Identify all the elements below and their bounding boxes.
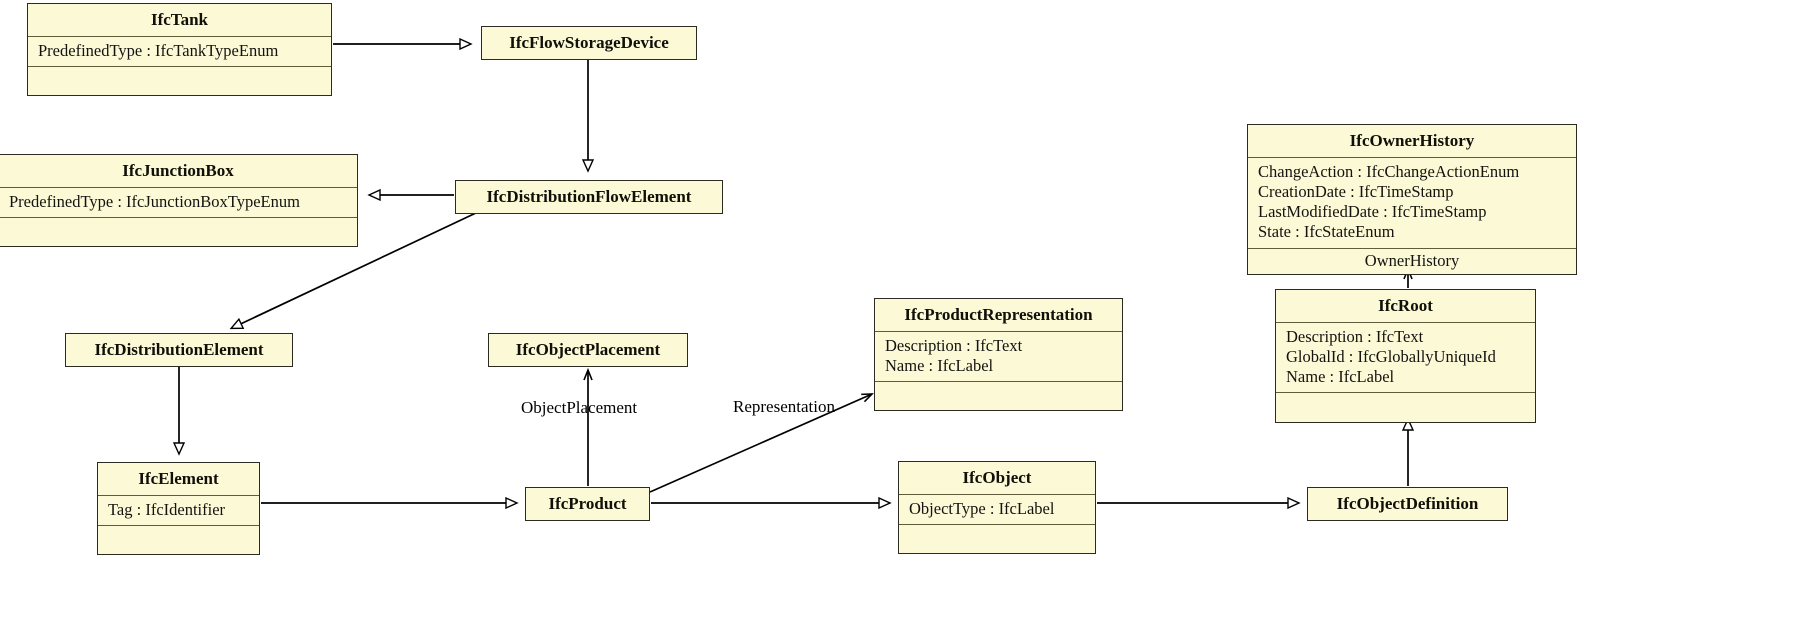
- class-title: IfcElement: [138, 469, 219, 488]
- class-attribute: Tag : IfcIdentifier: [108, 500, 226, 519]
- class-box-ifcroot[interactable]: IfcRoot Description : IfcText GlobalId :…: [1275, 289, 1536, 423]
- class-title: IfcOwnerHistory: [1349, 131, 1475, 150]
- class-title: IfcFlowStorageDevice: [509, 33, 669, 52]
- class-attribute: State : IfcStateEnum: [1258, 222, 1395, 242]
- class-attributes: ChangeAction : IfcChangeActionEnum Creat…: [1248, 157, 1576, 248]
- class-association-role: OwnerHistory: [1248, 247, 1576, 274]
- class-attributes: PredefinedType : IfcTankTypeEnum: [28, 36, 331, 66]
- class-attribute: CreationDate : IfcTimeStamp: [1258, 182, 1454, 202]
- class-attributes: ObjectType : IfcLabel: [899, 494, 1095, 524]
- class-title: IfcTank: [150, 10, 208, 29]
- class-box-ifcobject[interactable]: IfcObject ObjectType : IfcLabel: [898, 461, 1096, 555]
- class-attribute: PredefinedType : IfcJunctionBoxTypeEnum: [9, 192, 300, 211]
- class-title: IfcObjectDefinition: [1336, 494, 1479, 513]
- class-title: IfcRoot: [1378, 296, 1433, 315]
- class-attribute: ChangeAction : IfcChangeActionEnum: [1258, 162, 1520, 181]
- class-attribute: GlobalId : IfcGloballyUniqueId: [1286, 347, 1496, 367]
- class-attribute: Description : IfcText: [1286, 327, 1424, 346]
- class-title: IfcProduct: [548, 494, 627, 513]
- class-box-ifcobjectdefinition[interactable]: IfcObjectDefinition: [1307, 487, 1508, 521]
- class-box-ifcproductrepresentation[interactable]: IfcProductRepresentation Description : I…: [874, 298, 1123, 412]
- class-attributes: PredefinedType : IfcJunctionBoxTypeEnum: [0, 187, 357, 217]
- edge-label-representation: Representation: [733, 397, 835, 416]
- edge-label-objectplacement: ObjectPlacement: [521, 398, 638, 417]
- class-title: IfcObject: [962, 468, 1032, 487]
- class-attribute: ObjectType : IfcLabel: [909, 499, 1055, 518]
- class-operations: [0, 217, 357, 246]
- class-title: IfcDistributionFlowElement: [486, 187, 692, 206]
- class-box-ifcdistributionelement[interactable]: IfcDistributionElement: [65, 333, 293, 367]
- class-title: IfcObjectPlacement: [515, 340, 661, 359]
- class-operations: [98, 525, 259, 554]
- class-box-ifcproduct[interactable]: IfcProduct: [525, 487, 650, 521]
- class-box-ifcobjectplacement[interactable]: IfcObjectPlacement: [488, 333, 688, 367]
- class-attributes: Description : IfcText GlobalId : IfcGlob…: [1276, 322, 1535, 392]
- class-attribute: Description : IfcText: [885, 336, 1023, 355]
- class-operations: [28, 66, 331, 95]
- class-operations: [875, 381, 1122, 410]
- class-box-ifcelement[interactable]: IfcElement Tag : IfcIdentifier: [97, 462, 260, 556]
- class-box-ifcownerhistory[interactable]: IfcOwnerHistory ChangeAction : IfcChange…: [1247, 124, 1577, 275]
- class-title: IfcProductRepresentation: [904, 305, 1093, 324]
- class-attributes: Tag : IfcIdentifier: [98, 495, 259, 525]
- class-attributes: Description : IfcText Name : IfcLabel: [875, 331, 1122, 381]
- class-box-ifcdistributionflowelement[interactable]: IfcDistributionFlowElement: [455, 180, 723, 214]
- class-operations: [899, 524, 1095, 553]
- class-box-ifcflowstoragedevice[interactable]: IfcFlowStorageDevice: [481, 26, 697, 60]
- class-attribute: Name : IfcLabel: [1286, 367, 1395, 387]
- class-attribute: LastModifiedDate : IfcTimeStamp: [1258, 202, 1487, 222]
- class-box-ifcjunctionbox[interactable]: IfcJunctionBox PredefinedType : IfcJunct…: [0, 154, 358, 248]
- class-attribute: Name : IfcLabel: [885, 356, 994, 376]
- class-title: IfcDistributionElement: [94, 340, 264, 359]
- class-title: IfcJunctionBox: [122, 161, 234, 180]
- class-attribute: PredefinedType : IfcTankTypeEnum: [38, 41, 279, 60]
- class-box-ifctank[interactable]: IfcTank PredefinedType : IfcTankTypeEnum: [27, 3, 332, 97]
- class-operations: [1276, 392, 1535, 421]
